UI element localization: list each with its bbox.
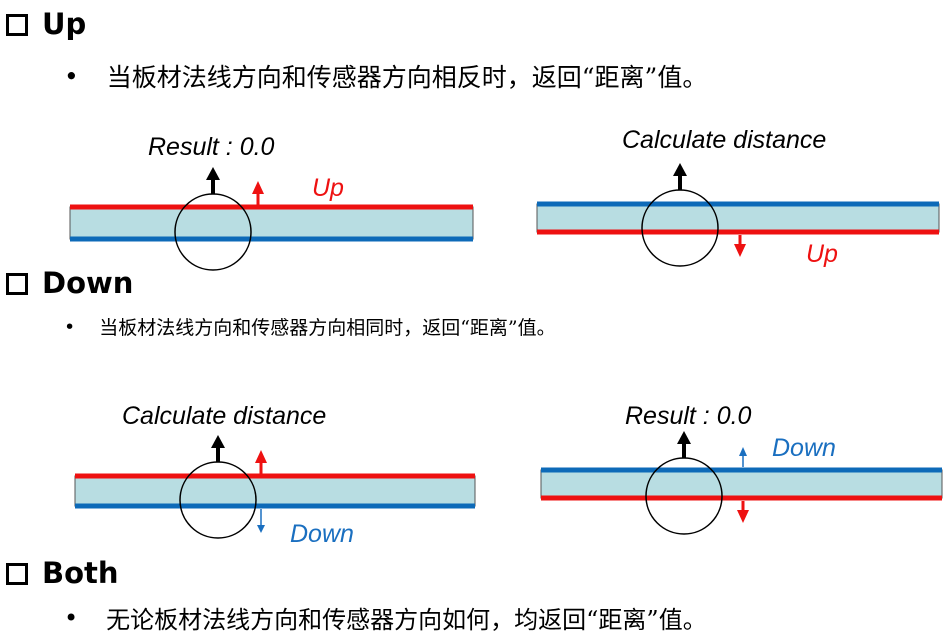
bullet-dot-icon: • <box>64 315 76 338</box>
section-heading-down: Down <box>6 269 133 298</box>
red-arrow-head <box>737 510 749 523</box>
normal-label: Up <box>806 240 838 268</box>
diagram-top-label: Calculate distance <box>122 402 326 430</box>
bullet-dot-icon: • <box>64 61 79 91</box>
plate <box>536 203 940 233</box>
bullet-item: • 当板材法线方向和传感器方向相同时，返回“距离”值。 <box>64 313 556 340</box>
checkbox-icon <box>6 272 28 295</box>
bullet-item: • 无论板材法线方向和传感器方向如何，均返回“距离”值。 <box>64 600 707 635</box>
sensor-arrow-head <box>211 435 225 448</box>
plate <box>74 475 476 507</box>
normal-label: Down <box>772 434 836 462</box>
normal-arrow-head <box>739 447 747 456</box>
section-heading-up: Up <box>6 10 86 39</box>
section-description: 当板材法线方向和传感器方向相同时，返回“距离”值。 <box>99 317 556 339</box>
bullet-item: • 当板材法线方向和传感器方向相反时，返回“距离”值。 <box>64 58 707 94</box>
diagram-up-calculate: Calculate distance Up <box>536 126 940 268</box>
sensor-arrow-head <box>206 167 220 180</box>
normal-arrow-head <box>257 525 265 533</box>
section-title: Both <box>42 556 119 590</box>
section-title: Down <box>42 266 134 300</box>
diagram-up-result: Result : 0.0 Up <box>69 133 474 271</box>
section-heading-both: Both <box>6 559 119 588</box>
plate <box>69 206 474 240</box>
normal-label: Down <box>290 520 354 548</box>
normal-arrow-head <box>734 244 746 257</box>
diagram-down-result: Result : 0.0 Down <box>540 402 943 535</box>
bullet-dot-icon: • <box>64 603 79 632</box>
checkbox-icon <box>6 562 28 585</box>
diagram-down-calculate: Calculate distance Down <box>74 402 476 548</box>
diagram-top-label: Calculate distance <box>622 126 826 154</box>
section-title: Up <box>42 7 87 41</box>
checkbox-icon <box>6 13 28 36</box>
diagram-top-label: Result : 0.0 <box>625 402 752 430</box>
sensor-arrow-head <box>673 163 687 176</box>
normal-label: Up <box>312 174 344 202</box>
normal-arrow-head <box>252 181 264 194</box>
diagram-top-label: Result : 0.0 <box>148 133 275 161</box>
sensor-arrow-head <box>677 431 691 444</box>
red-arrow-head <box>255 450 267 463</box>
section-description: 无论板材法线方向和传感器方向如何，均返回“距离”值。 <box>106 606 707 634</box>
section-description: 当板材法线方向和传感器方向相反时，返回“距离”值。 <box>106 63 708 92</box>
plate <box>540 469 943 499</box>
